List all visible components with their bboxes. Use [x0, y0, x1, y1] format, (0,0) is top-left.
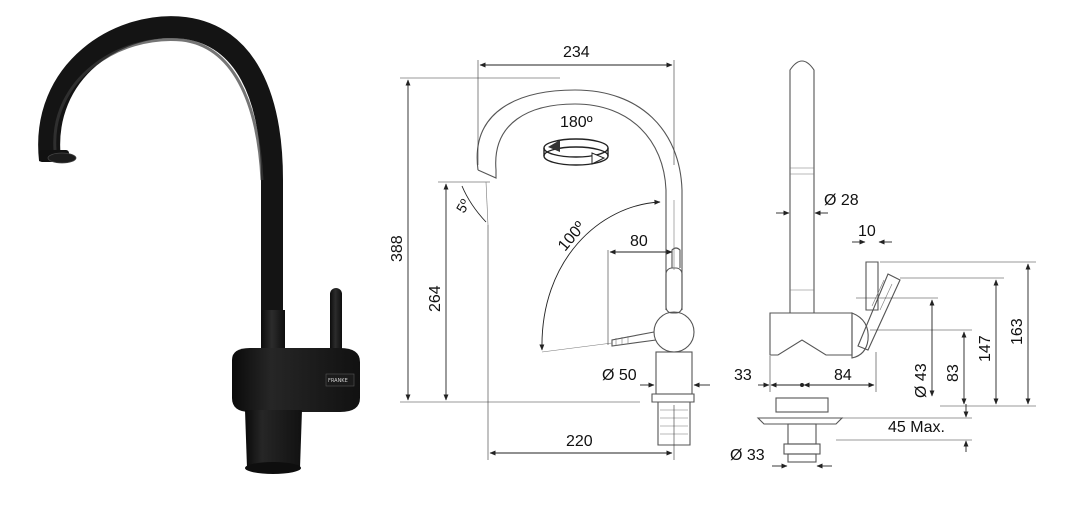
body-dia-label: Ø 28 [824, 192, 859, 209]
lever-dia-label: 10 [858, 223, 876, 240]
right-offset-label: 84 [834, 367, 852, 384]
side-view-drawing: Ø 28 10 163 147 83 Ø 43 33 84 [730, 60, 1036, 469]
shank-dia-label: Ø 43 [913, 363, 930, 398]
faucet-photo: FRANKE [38, 16, 360, 474]
base-dia-label: Ø 50 [602, 367, 637, 384]
tilt-label: 5º [453, 196, 473, 215]
mixer-body [232, 348, 360, 412]
height-total-label: 388 [389, 235, 406, 262]
front-view-drawing: 234 388 264 5º 180º 100º 80 [389, 44, 710, 460]
lever [330, 288, 342, 360]
rotation-label: 180º [560, 114, 593, 131]
brand-mark: FRANKE [328, 378, 348, 384]
spout [38, 16, 283, 330]
lever-reach-label: 80 [630, 233, 648, 250]
height-lever-label: 163 [1009, 318, 1026, 345]
height-body-label: 147 [977, 335, 994, 362]
width-top-label: 234 [563, 44, 590, 61]
rotation-icon [543, 138, 609, 166]
left-offset-label: 33 [734, 367, 752, 384]
hole-dia-label: Ø 33 [730, 447, 765, 464]
max-thickness-label: 45 Max. [888, 419, 945, 436]
height-spout-label: 264 [427, 285, 444, 312]
height-base-label: 83 [945, 364, 962, 382]
reach-label: 220 [566, 433, 593, 450]
